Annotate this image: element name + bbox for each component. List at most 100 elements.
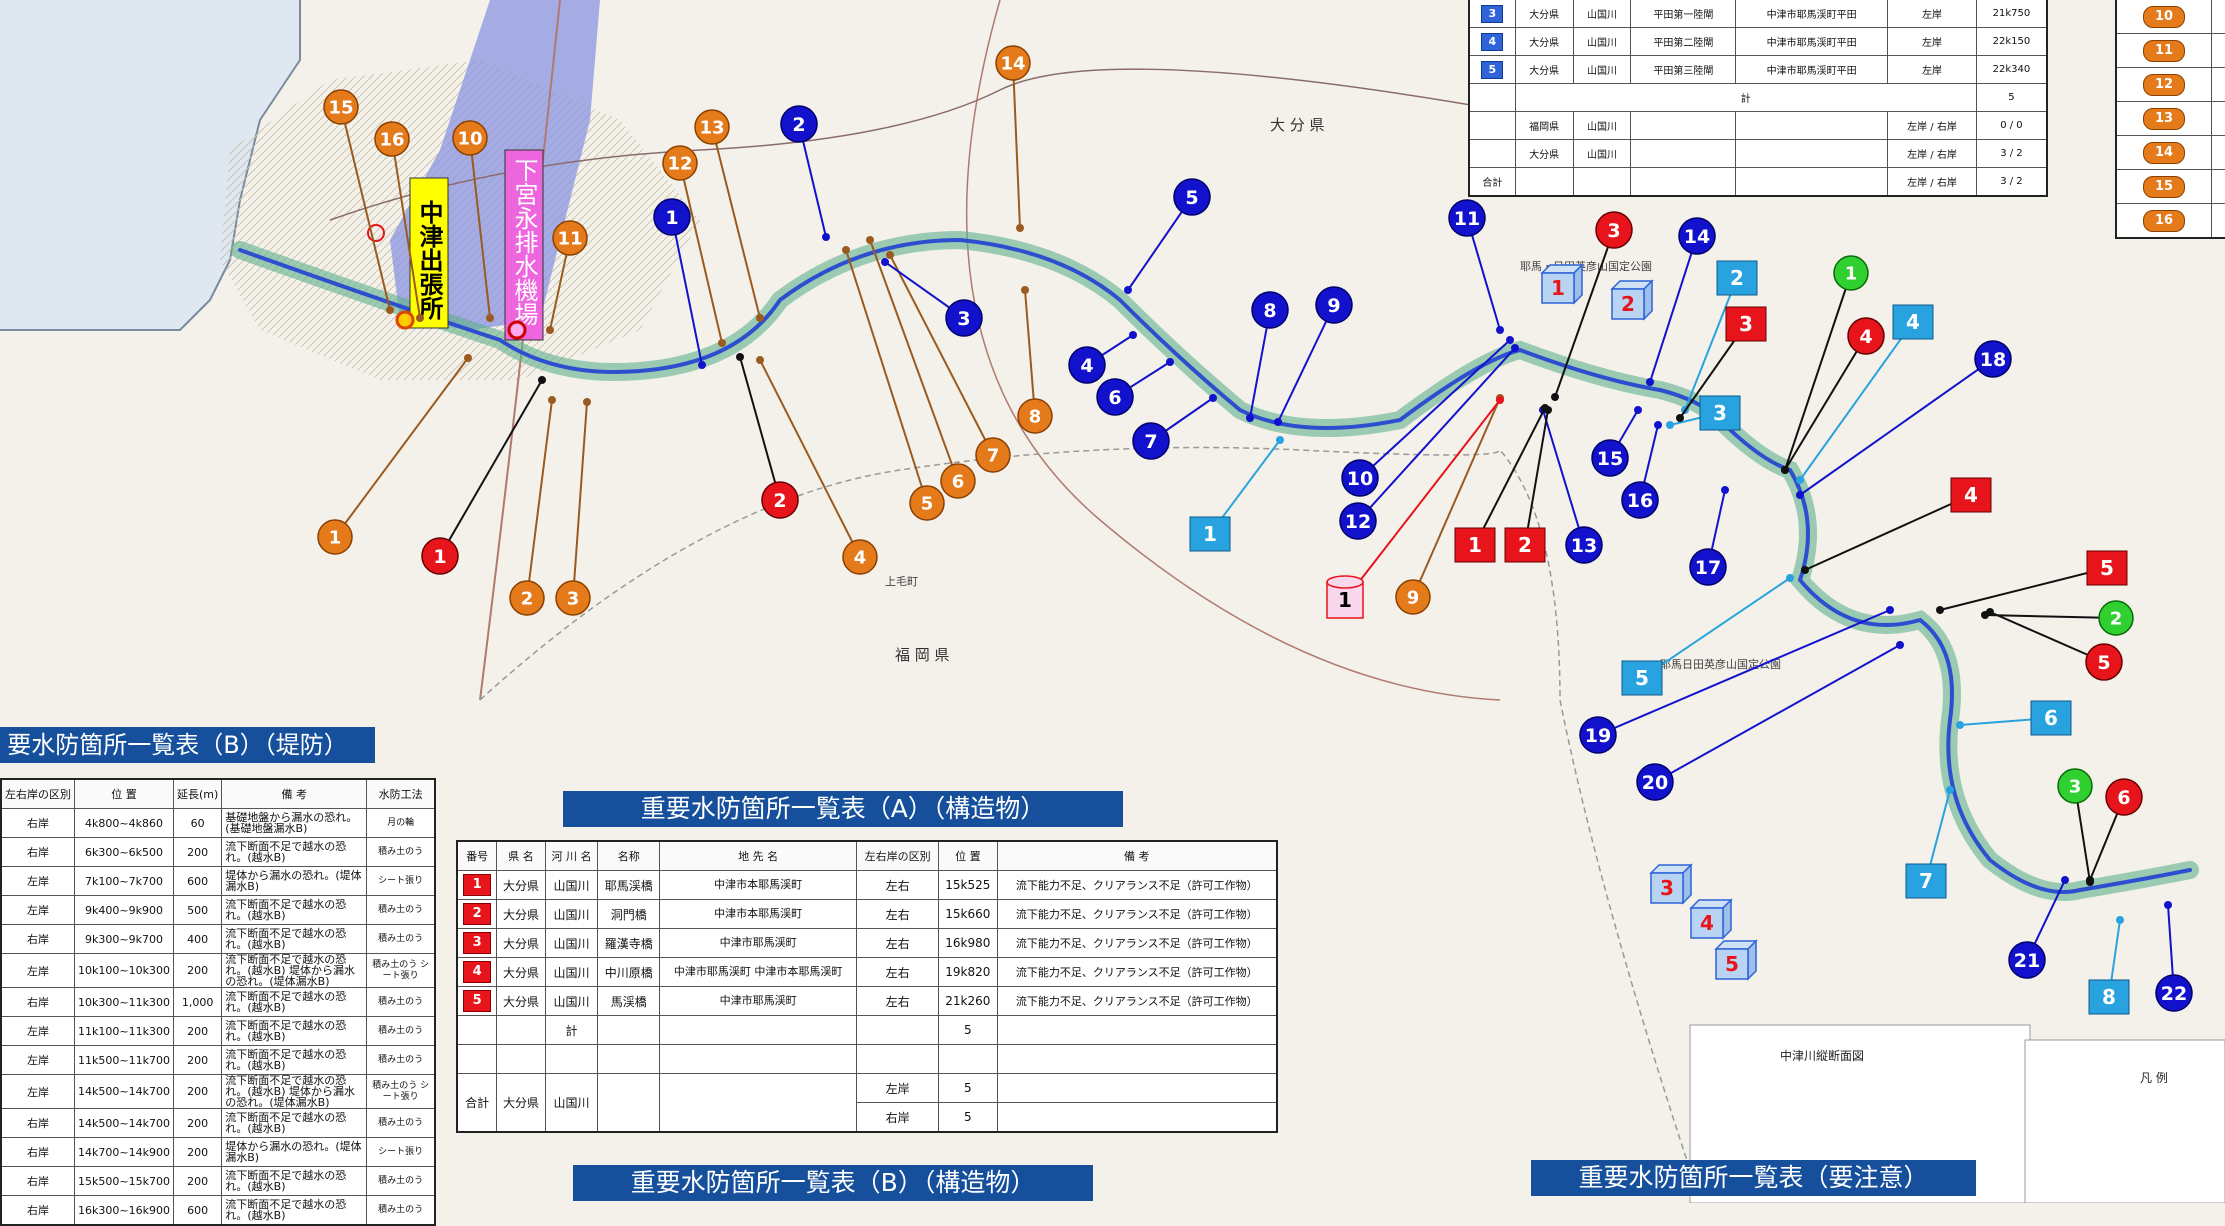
- orange-marker-14[interactable]: [995, 45, 1031, 81]
- navy-marker-22[interactable]: [2155, 974, 2193, 1012]
- navy-marker-19[interactable]: [1579, 716, 1617, 754]
- cube-marker-1-label: 1: [1551, 276, 1565, 300]
- table-header: 備 考: [221, 778, 368, 809]
- orange-marker-1[interactable]: [317, 519, 353, 555]
- navy-marker-21[interactable]: [2008, 941, 2046, 979]
- table-cell: 16k300~16k900: [74, 1195, 174, 1226]
- orange-marker-5[interactable]: [909, 485, 945, 521]
- navy-marker-18[interactable]: [1974, 340, 2012, 378]
- sky-square-marker-7[interactable]: [1905, 863, 1947, 899]
- navy-marker-3[interactable]: [945, 299, 983, 337]
- orange-marker-12[interactable]: [662, 145, 698, 181]
- cube-marker-3[interactable]: [1650, 872, 1684, 904]
- orange-marker-10[interactable]: [452, 120, 488, 156]
- orange-marker-2[interactable]: [509, 580, 545, 616]
- navy-marker-21-label: 21: [2014, 950, 2040, 972]
- red-square-marker-1[interactable]: [1454, 527, 1496, 563]
- navy-marker-9[interactable]: [1315, 286, 1353, 324]
- orange-marker-11[interactable]: [552, 220, 588, 256]
- red-square-marker-2[interactable]: [1504, 527, 1546, 563]
- orange-marker-9[interactable]: [1395, 579, 1431, 615]
- orange-marker-6-leader: [869, 239, 959, 482]
- navy-marker-20[interactable]: [1636, 763, 1674, 801]
- navy-marker-11[interactable]: [1448, 199, 1486, 237]
- orange-badge: 12: [2143, 73, 2185, 96]
- orange-marker-3[interactable]: [555, 580, 591, 616]
- navy-marker-16-label: 16: [1627, 490, 1653, 512]
- orange-badge: 10: [2143, 5, 2185, 28]
- legend-header: 凡 例: [2140, 1071, 2168, 1085]
- orange-marker-7[interactable]: [975, 437, 1011, 473]
- table-cell: 左右: [856, 870, 940, 900]
- table-cell: 右岸: [856, 1102, 940, 1133]
- sky-square-marker-2[interactable]: [1716, 260, 1758, 296]
- table-cell: 5: [1468, 55, 1516, 84]
- navy-marker-4[interactable]: [1068, 346, 1106, 384]
- navy-marker-10[interactable]: [1341, 459, 1379, 497]
- sky-square-marker-1[interactable]: [1189, 516, 1231, 552]
- cube-marker-1[interactable]: [1541, 272, 1575, 304]
- table-header: 河 川 名: [544, 840, 599, 871]
- sky-square-marker-6[interactable]: [2030, 700, 2072, 736]
- red-marker-1[interactable]: [421, 537, 459, 575]
- red-marker-4[interactable]: [1847, 317, 1885, 355]
- navy-marker-12[interactable]: [1339, 502, 1377, 540]
- sky-square-marker-5[interactable]: [1621, 660, 1663, 696]
- navy-marker-2[interactable]: [780, 105, 818, 143]
- navy-marker-15-anchor: [1634, 406, 1642, 414]
- navy-marker-8[interactable]: [1251, 291, 1289, 329]
- orange-marker-11-label: 11: [557, 228, 582, 249]
- orange-marker-8[interactable]: [1017, 398, 1053, 434]
- navy-marker-1[interactable]: [653, 198, 691, 236]
- green-marker-2[interactable]: [2098, 600, 2134, 636]
- orange-badge: 13: [2143, 107, 2185, 130]
- sky-square-marker-3[interactable]: [1699, 395, 1741, 431]
- red-marker-5[interactable]: [2085, 643, 2123, 681]
- table-cell: 流下断面不足で越水の恐れ。(越水B): [221, 1166, 368, 1196]
- table-cell: 山国川: [1572, 27, 1632, 56]
- green-marker-1[interactable]: [1833, 255, 1869, 291]
- table-cell: 堤体から漏水の恐れ。(堤体漏水B): [221, 866, 368, 896]
- table-cell: 中津市耶馬渓町 中津市本耶馬渓町: [659, 957, 858, 987]
- cube-marker-5[interactable]: [1715, 948, 1749, 980]
- label-prefecture-oita: 大 分 県: [1270, 116, 1325, 134]
- red-square-marker-5[interactable]: [2086, 550, 2128, 586]
- red-marker-6[interactable]: [2105, 778, 2143, 816]
- table-header: 番号: [456, 840, 498, 871]
- orange-marker-10-anchor: [486, 314, 494, 322]
- navy-marker-14[interactable]: [1678, 217, 1716, 255]
- red-square-marker-3[interactable]: [1725, 306, 1767, 342]
- green-marker-3[interactable]: [2057, 768, 2093, 804]
- red-square-marker-4[interactable]: [1950, 477, 1992, 513]
- navy-marker-7[interactable]: [1132, 422, 1170, 460]
- orange-marker-4[interactable]: [842, 539, 878, 575]
- navy-marker-5[interactable]: [1173, 178, 1211, 216]
- cube-marker-2[interactable]: [1611, 288, 1645, 320]
- cube-marker-4[interactable]: [1690, 907, 1724, 939]
- table-cell: 流下断面不足で越水の恐れ。(越水B): [221, 837, 368, 867]
- navy-marker-16[interactable]: [1621, 481, 1659, 519]
- navy-marker-17[interactable]: [1689, 548, 1727, 586]
- orange-marker-6[interactable]: [940, 463, 976, 499]
- orange-marker-16[interactable]: [374, 121, 410, 157]
- sky-square-marker-4-label: 4: [1906, 310, 1920, 334]
- orange-marker-15[interactable]: [323, 89, 359, 125]
- table-cell: 大分県: [496, 957, 546, 987]
- red-marker-2[interactable]: [761, 481, 799, 519]
- red-marker-3[interactable]: [1595, 211, 1633, 249]
- orange-marker-13[interactable]: [694, 109, 730, 145]
- table-cell: 流下断面不足で越水の恐れ。(越水B): [221, 895, 368, 925]
- sky-square-marker-8[interactable]: [2088, 979, 2130, 1015]
- navy-marker-15[interactable]: [1591, 439, 1629, 477]
- table-cell: 600: [172, 866, 223, 896]
- sky-square-marker-4[interactable]: [1892, 304, 1934, 340]
- red-marker-2-leader: [739, 356, 781, 501]
- table-cell: [659, 1073, 858, 1133]
- navy-marker-6[interactable]: [1096, 378, 1134, 416]
- table-cell: 16: [2115, 203, 2213, 239]
- navy-marker-13[interactable]: [1565, 526, 1603, 564]
